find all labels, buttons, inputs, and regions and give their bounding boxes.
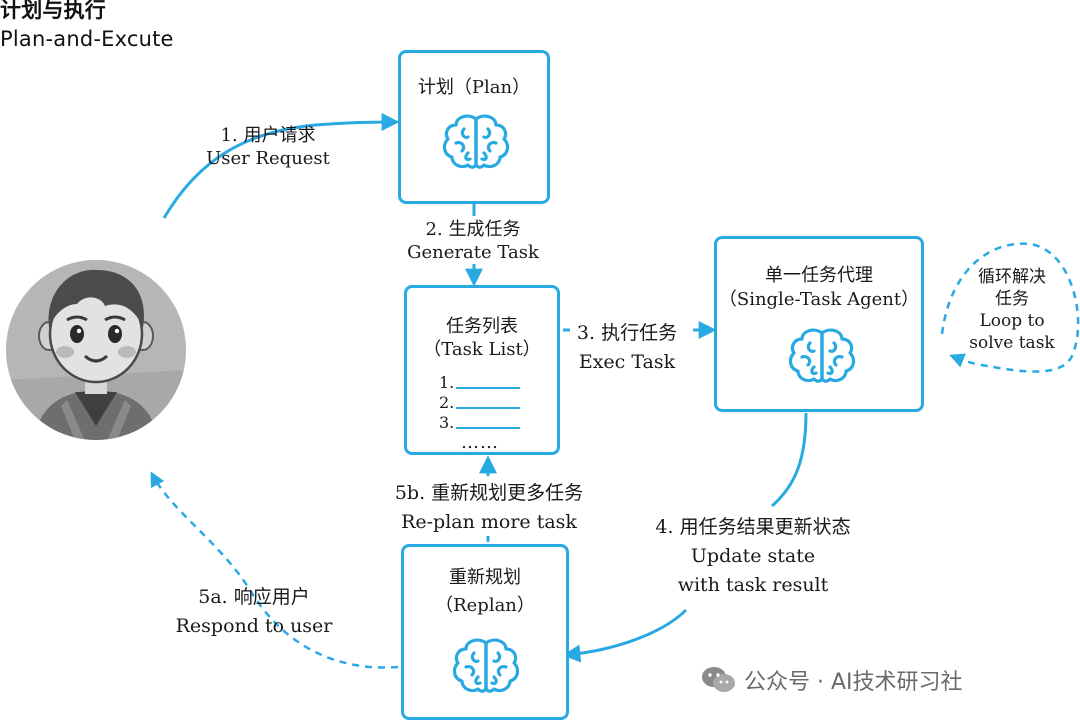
list-item: 2. <box>439 392 520 412</box>
edge-label-exec-task: 3. 执行任务 Exec Task <box>576 322 678 373</box>
task-list-label-en: （Task List） <box>423 339 541 360</box>
arrow-update-state-top <box>771 412 808 508</box>
replan-label-en: （Replan） <box>435 595 535 616</box>
agent-label-zh: 单一任务代理 <box>765 265 873 286</box>
brain-icon <box>442 114 510 169</box>
watermark-text: 公众号 · AI技术研习社 <box>744 670 963 695</box>
edge-label-update-state: 4. 用任务结果更新状态 Update state with task resu… <box>655 516 851 596</box>
arrow-loop <box>940 242 1080 373</box>
page-title: 计划与执行 <box>0 0 106 22</box>
single-task-agent-node: 单一任务代理 （Single-Task Agent） <box>714 236 924 412</box>
list-item: 3. <box>439 412 520 432</box>
replan-label-zh: 重新规划 <box>449 567 521 588</box>
task-list-node: 任务列表 （Task List） 1. 2. 3. …… <box>404 285 560 455</box>
task-list-label-zh: 任务列表 <box>446 316 518 337</box>
user-avatar <box>6 260 186 440</box>
brain-icon <box>788 328 856 383</box>
plan-node: 计划（Plan） <box>398 50 550 204</box>
task-list-more: …… <box>461 432 499 453</box>
wechat-icon <box>702 667 735 692</box>
edge-label-generate-task: 2. 生成任务 Generate Task <box>407 219 539 263</box>
arrow-respond-user <box>150 471 399 669</box>
page-subtitle: Plan-and-Excute <box>0 27 174 51</box>
watermark: 公众号 · AI技术研习社 <box>700 660 963 700</box>
brain-icon <box>452 638 520 693</box>
edge-label-user-request: 1. 用户请求 User Request <box>206 125 330 169</box>
arrow-user-request <box>162 113 400 219</box>
edge-label-loop: 循环解决 任务 Loop to solve task <box>969 267 1055 353</box>
edge-label-respond-user: 5a. 响应用户 Respond to user <box>175 586 333 637</box>
task-list-items: 1. 2. 3. <box>439 372 520 432</box>
edge-label-replan-more: 5b. 重新规划更多任务 Re-plan more task <box>394 482 584 533</box>
arrow-update-state-bottom <box>562 608 688 663</box>
plan-node-label: 计划（Plan） <box>417 77 531 98</box>
agent-label-en: （Single-Task Agent） <box>718 289 920 310</box>
replan-node: 重新规划 （Replan） <box>401 544 569 720</box>
list-item: 1. <box>439 372 520 392</box>
